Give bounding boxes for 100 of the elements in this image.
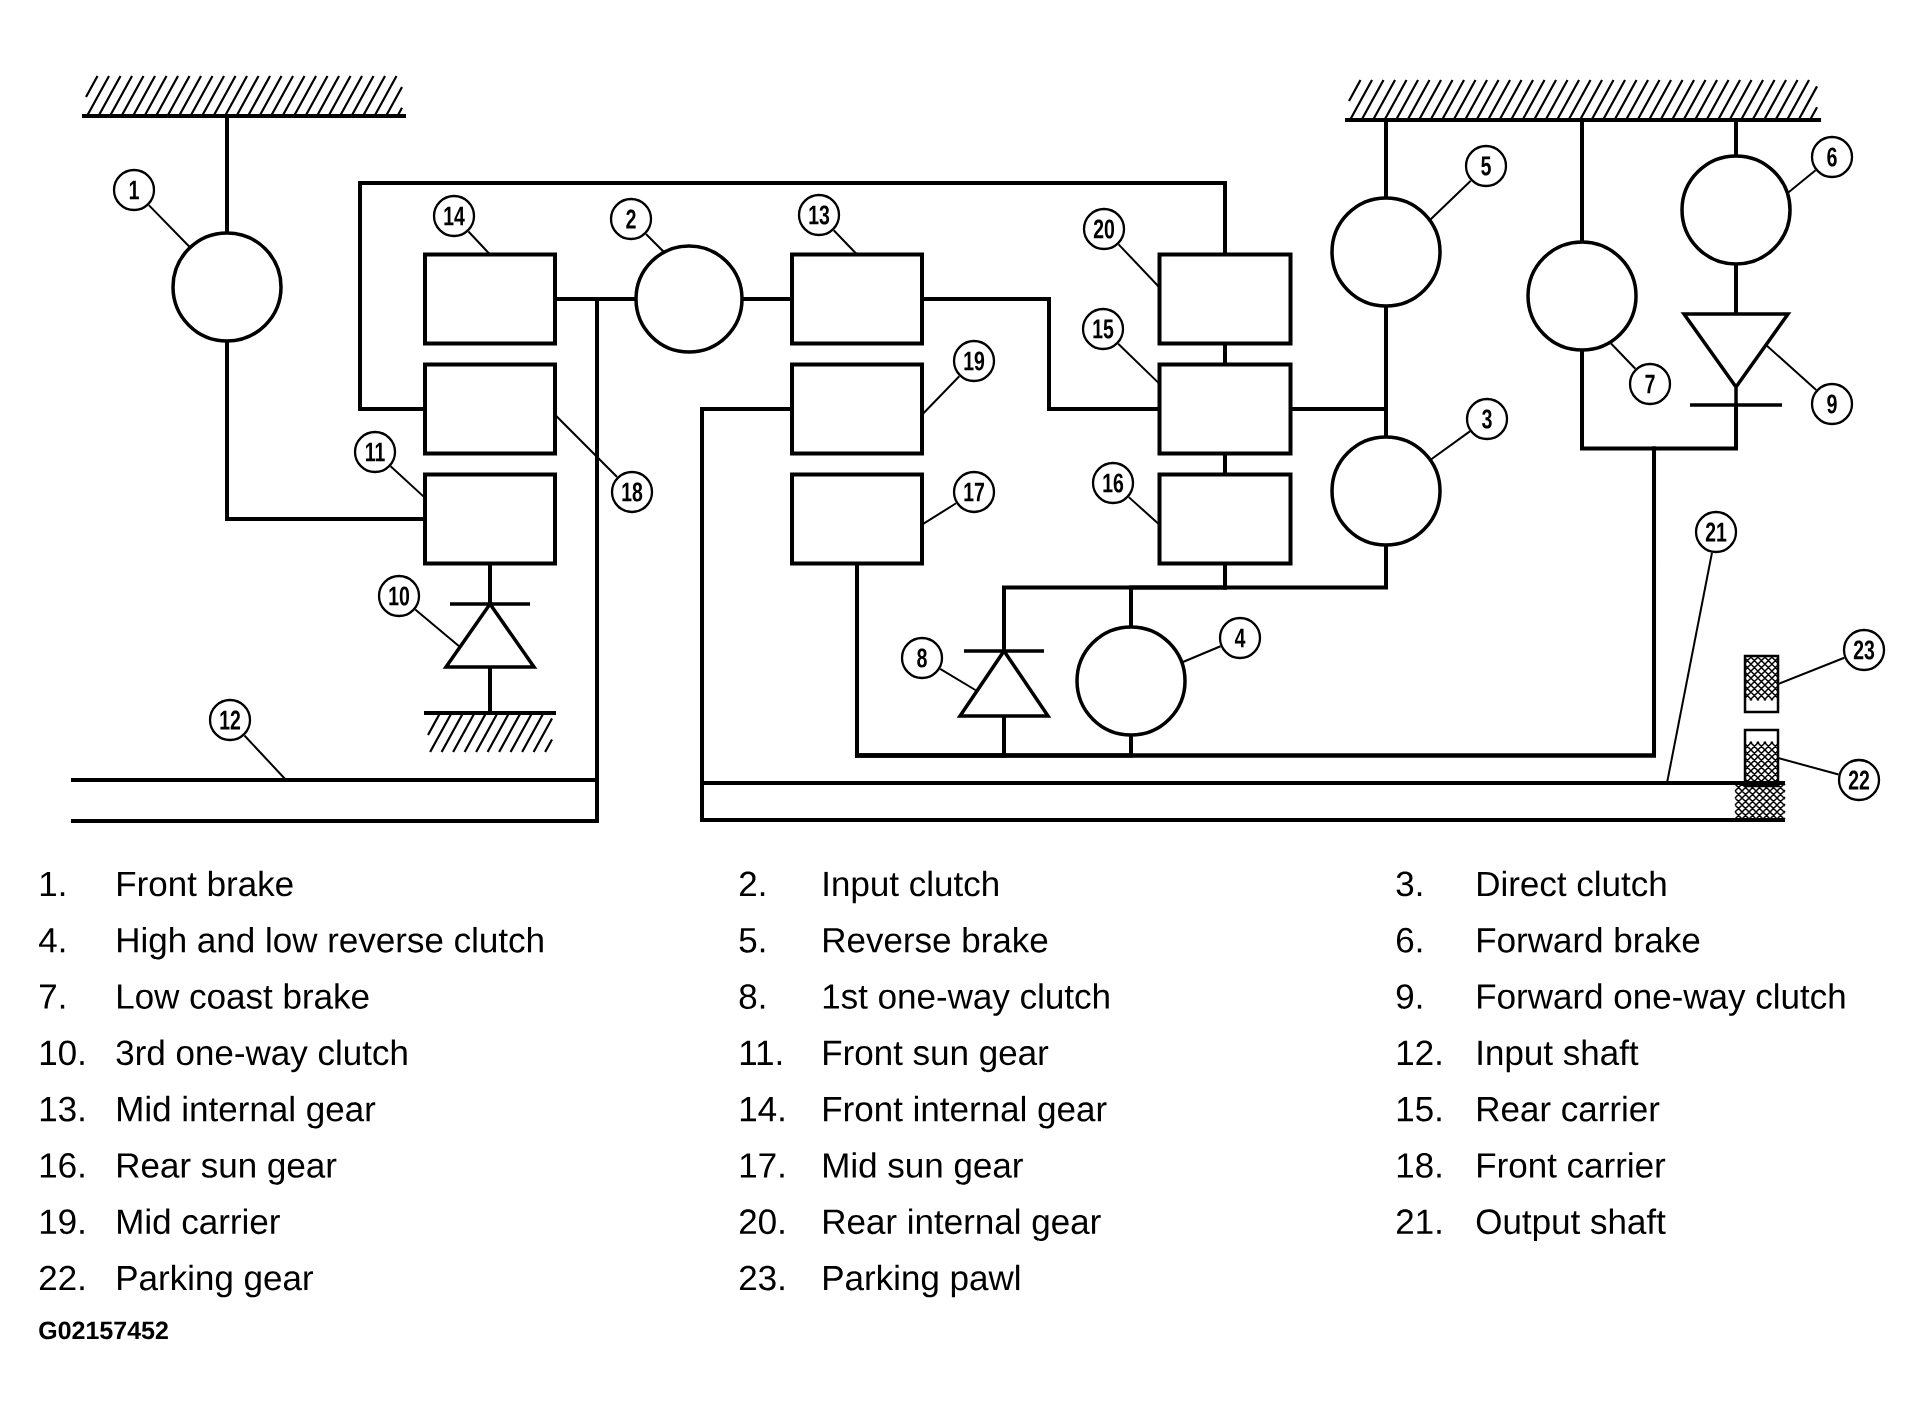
connecting-line [1734,122,1738,156]
circle-symbol [1330,196,1442,308]
connecting-line [488,563,492,604]
rectangle-symbol [790,472,924,566]
circle-symbol [1330,435,1442,547]
callout-number: 21 [1694,510,1738,554]
leader-line [414,608,461,648]
connecting-line [225,118,229,233]
key-number: 22. [39,1265,84,1291]
callout-number: 9 [1810,382,1854,426]
callout-number: 22 [1837,758,1881,802]
callout-number: 16 [1091,461,1135,505]
key-text: Input clutch [824,870,998,904]
callout-number: 14 [432,194,476,238]
key-text: Parking gear [118,1264,313,1298]
callout-number: 11 [353,430,397,474]
key-text: Front sun gear [824,1040,1049,1073]
callout-number: 6 [1810,135,1854,179]
key-number: 15. [1397,1097,1441,1122]
key-text: Direct clutch [1478,870,1666,897]
circle-symbol [171,231,283,343]
connecting-line [1384,122,1388,198]
leader-line [1666,551,1713,784]
callout-number: 17 [952,470,996,514]
key-number: 17. [740,1153,784,1178]
key-text: Rear internal gear [824,1208,1101,1242]
callout-number: 18 [610,470,654,514]
triangle-symbol [1682,312,1792,407]
ground-hatch [424,711,556,754]
connecting-line [1223,453,1227,475]
key-text: Front brake [118,870,293,897]
key-text: 1st one-way clutch [823,983,1109,1016]
leader-line [1786,169,1817,195]
key-number: 21. [1396,1209,1441,1234]
leader-line [832,229,858,256]
key-text: Reverse brake [824,926,1048,953]
rectangle-symbol [1157,362,1293,456]
connecting-line [742,297,792,301]
key-text: Rear sun gear [118,1153,337,1185]
shaft-bar [71,778,599,823]
leader-line [939,667,978,692]
leader-line [554,413,619,478]
callout-number: 1 [112,168,156,212]
leader-line [921,375,961,416]
connecting-line [1580,122,1584,242]
leader-line [1117,243,1161,289]
key-number: 2. [739,871,765,896]
callout-number: 3 [1465,397,1509,441]
shaft-bar [700,781,1785,822]
key-text: 3rd one-way clutch [116,1039,407,1073]
key-text: Rear carrier [1478,1095,1660,1122]
leader-line [921,502,958,526]
key-number: 7. [40,984,65,1009]
key-number: 1. [40,871,65,896]
circle-symbol [1526,240,1638,352]
rectangle-symbol [423,472,557,566]
connecting-line [358,181,1227,411]
key-number: 12. [1397,1040,1441,1065]
key-number: 16. [40,1153,84,1178]
key-number: 14. [740,1097,784,1122]
connecting-line [1290,407,1388,437]
key-number: 3. [1396,871,1422,897]
callout-number: 13 [797,193,841,237]
key-number: 13. [40,1096,84,1122]
callout-number: 19 [952,339,996,383]
leader-line [467,230,491,256]
key-text: Front internal gear [824,1095,1107,1129]
figure-id: G02157452 [39,1321,168,1340]
callout-number: 20 [1082,207,1126,251]
key-text: Parking pawl [824,1264,1020,1298]
rectangle-symbol [1157,472,1293,566]
key-text: Forward one-way clutch [1478,983,1845,1016]
connecting-line [225,341,425,521]
callout-number: 10 [377,574,421,618]
rectangle-symbol [790,252,924,346]
leader-line [1117,342,1161,385]
key-number: 9. [1396,984,1422,1009]
callout-number: 4 [1218,616,1262,660]
key-number: 10. [40,1040,84,1066]
connecting-line [700,407,792,783]
key-text: Forward brake [1478,926,1700,953]
hatched-block [1734,728,1786,820]
connecting-line [1223,545,1388,590]
callout-number: 23 [1842,628,1886,672]
leader-line [1608,341,1637,370]
connecting-line [488,667,492,711]
leader-line [1428,179,1472,222]
key-text: Input shaft [1478,1039,1639,1073]
key-number: 4. [39,928,65,953]
leader-line [147,204,192,249]
connecting-line [922,297,1160,411]
leader-line [644,232,666,254]
rectangle-symbol [790,362,924,456]
key-number: 8. [739,984,765,1009]
key-text: Low coast brake [118,983,369,1009]
ground-hatch [82,74,406,118]
leader-line [1180,645,1222,664]
circle-symbol [1680,154,1792,266]
hatched-block [1743,654,1780,714]
key-text: Mid carrier [118,1208,280,1235]
